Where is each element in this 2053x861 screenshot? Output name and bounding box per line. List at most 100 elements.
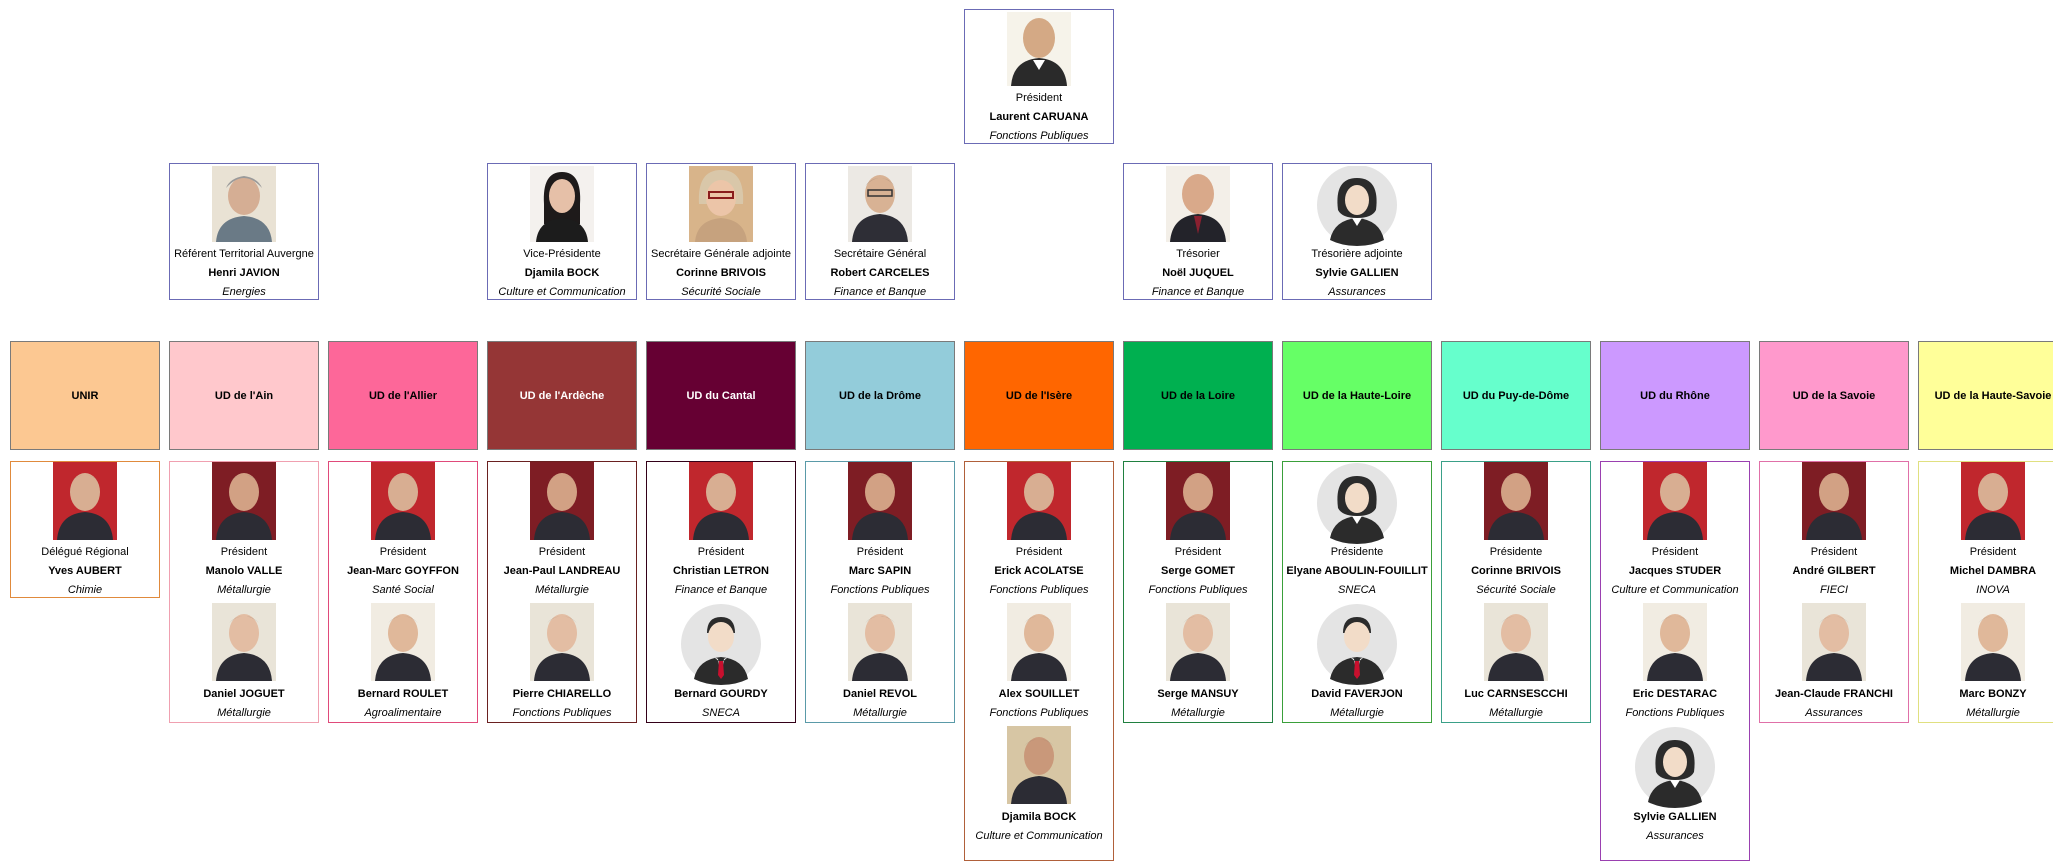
unit-header: UD de la Savoie <box>1759 341 1909 450</box>
member-photo <box>371 603 435 681</box>
unit-header: UD de la Haute-Loire <box>1282 341 1432 450</box>
member-federation: Fonctions Publiques <box>830 584 930 596</box>
member-federation: Culture et Communication <box>1611 584 1739 596</box>
bureau-card-secretaire-general: Secrétaire Général Robert CARCELES Finan… <box>805 163 955 300</box>
bureau-card-referent: Référent Territorial Auvergne Henri JAVI… <box>169 163 319 300</box>
unit-header: UD du Cantal <box>646 341 796 450</box>
bureau-federation: Finance et Banque <box>1151 286 1245 298</box>
bureau-name: Sylvie GALLIEN <box>1315 267 1399 279</box>
unit-header: UD du Puy-de-Dôme <box>1441 341 1591 450</box>
member-role: Président <box>379 546 427 558</box>
member-name: André GILBERT <box>1792 565 1876 577</box>
member-federation: Assurances <box>1805 707 1863 719</box>
member-photo <box>1007 462 1071 540</box>
member-name: Bernard ROULET <box>357 688 449 700</box>
member-federation: Finance et Banque <box>674 584 768 596</box>
member-federation: Agroalimentaire <box>364 707 442 719</box>
bureau-name: Djamila BOCK <box>524 267 600 279</box>
bureau-name: Noël JUQUEL <box>1162 267 1234 279</box>
member-federation: Fonctions Publiques <box>512 707 612 719</box>
member-federation: INOVA <box>1976 584 2010 596</box>
member-federation: Chimie <box>67 584 103 596</box>
member-photo <box>1007 603 1071 681</box>
member-photo <box>1643 603 1707 681</box>
member-federation: Sécurité Sociale <box>1476 584 1556 596</box>
member-name: Erick ACOLATSE <box>994 565 1084 577</box>
bureau-role: Vice-Présidente <box>523 248 601 260</box>
bureau-federation: Assurances <box>1328 286 1386 298</box>
member-name: Christian LETRON <box>673 565 769 577</box>
female-avatar-icon <box>1634 726 1716 808</box>
member-name: Luc CARNSESCCHI <box>1464 688 1568 700</box>
member-role: Présidente <box>1489 546 1543 558</box>
member-name: Jean-Marc GOYFFON <box>347 565 459 577</box>
member-photo <box>1960 462 2025 540</box>
unit-header: UD du Rhône <box>1600 341 1750 450</box>
member-photo <box>211 603 276 681</box>
member-federation: Fonctions Publiques <box>1148 584 1248 596</box>
bureau-role: Référent Territorial Auvergne <box>174 248 314 260</box>
president-photo <box>1007 12 1071 86</box>
member-federation: Fonctions Publiques <box>1625 707 1725 719</box>
member-federation: Fonctions Publiques <box>989 707 1089 719</box>
president-role: Président <box>1015 92 1063 104</box>
member-name: Manolo VALLE <box>205 565 283 577</box>
member-name: Yves AUBERT <box>48 565 122 577</box>
member-name: Jacques STUDER <box>1628 565 1722 577</box>
member-federation: Santé Social <box>372 584 434 596</box>
member-role: Président <box>1015 546 1063 558</box>
female-avatar-icon <box>1316 462 1398 544</box>
member-name: Corinne BRIVOIS <box>1471 565 1561 577</box>
member-role: Présidente <box>1330 546 1384 558</box>
member-role: Délégué Régional <box>41 546 129 558</box>
unit-header: UD de la Loire <box>1123 341 1273 450</box>
member-photo <box>211 462 276 540</box>
bureau-photo <box>1166 166 1230 242</box>
member-photo <box>1484 462 1548 540</box>
bureau-federation: Energies <box>222 286 266 298</box>
male-avatar-icon <box>1316 603 1398 685</box>
member-federation: Fonctions Publiques <box>989 584 1089 596</box>
member-name: Jean-Claude FRANCHI <box>1775 688 1893 700</box>
member-name: Marc SAPIN <box>848 565 912 577</box>
male-avatar-icon <box>680 603 762 685</box>
unit-header: UD de la Haute-Savoie <box>1918 341 2053 450</box>
bureau-role: Secrétaire Générale adjointe <box>650 248 792 260</box>
member-photo <box>52 462 117 540</box>
member-name: Serge MANSUY <box>1157 688 1239 700</box>
member-photo <box>1483 603 1548 681</box>
member-federation: Métallurgie <box>217 707 271 719</box>
member-federation: Assurances <box>1646 830 1704 842</box>
member-federation: FIECI <box>1819 584 1849 596</box>
member-name: Daniel REVOL <box>843 688 917 700</box>
member-name: Marc BONZY <box>1959 688 2027 700</box>
bureau-photo <box>689 166 753 242</box>
member-name: Djamila BOCK <box>1001 811 1077 823</box>
member-role: Président <box>697 546 745 558</box>
member-photo <box>370 462 435 540</box>
member-photo <box>1166 462 1230 540</box>
member-federation: SNECA <box>1338 584 1376 596</box>
member-name: Bernard GOURDY <box>674 688 768 700</box>
member-photo <box>1642 462 1707 540</box>
bureau-role: Trésorier <box>1176 248 1220 260</box>
member-name: Michel DAMBRA <box>1949 565 2037 577</box>
